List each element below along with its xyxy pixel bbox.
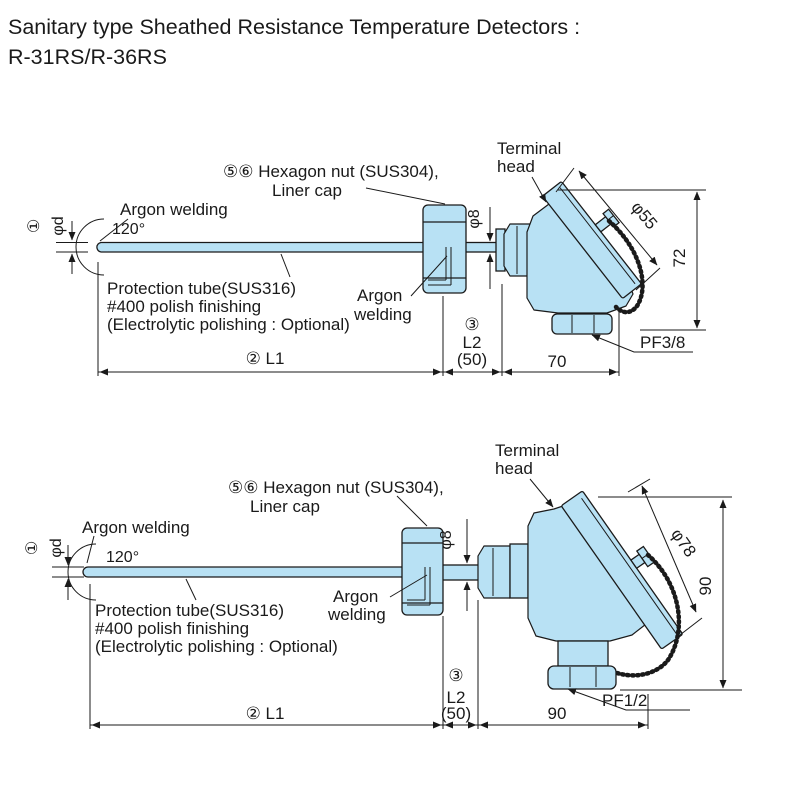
terminal-head-label-line1: Terminal <box>495 441 559 460</box>
hexagon-nut-leader <box>396 495 428 527</box>
argon-welding-leader <box>99 218 129 242</box>
terminal-head-leader <box>531 176 547 203</box>
thread-hex-nut <box>551 313 613 335</box>
cap-edge-line <box>581 497 678 635</box>
phi8-label: φ8 <box>438 530 455 549</box>
terminal-head-label-line2: head <box>495 459 533 478</box>
weld-angle-arc <box>67 543 97 601</box>
cap-chain <box>601 552 682 678</box>
cap-slab <box>542 181 642 299</box>
argon-welding-nut-label-line2: welding <box>353 305 412 324</box>
callout-3: ③ <box>448 666 463 685</box>
dim-l1-label: ② L1 <box>246 349 285 368</box>
hexagon-nut <box>401 527 444 616</box>
protection-tube-label-line3: (Electrolytic polishing : Optional) <box>107 315 350 334</box>
argon-welding-nut-label-line1: Argon <box>333 587 378 606</box>
argon-welding-nut-label-line2: welding <box>327 605 386 624</box>
dim-l2-label: L2 <box>447 688 466 707</box>
head-height-label: 90 <box>696 577 715 596</box>
diagram-bottom: Argon welding 120° ① φd ⑤⑥ Hexagon nut (… <box>24 441 742 729</box>
head-fitting-collar <box>509 543 529 599</box>
terminal-head-cap <box>542 181 642 299</box>
terminal-head-body <box>526 196 634 314</box>
page-title-line2: R-31RS/R-36RS <box>8 45 167 69</box>
argon-welding-leader <box>86 535 95 564</box>
thread-label: PF1/2 <box>602 691 647 710</box>
probe-tube <box>96 241 431 253</box>
dim-l1-label: ② L1 <box>246 704 285 723</box>
dim-head-width-label: 70 <box>548 352 567 371</box>
cap-edge-line <box>559 187 636 285</box>
diagram-top: Argon welding 120° ① φd ⑤⑥ Hexagon nut (… <box>26 139 706 376</box>
argon-welding-nut-leader <box>410 255 448 297</box>
liner-cap-section-lines <box>428 247 452 286</box>
probe-tube <box>82 566 431 578</box>
sheath-tube-phi8 <box>439 564 481 581</box>
thread-leader <box>591 334 693 353</box>
protection-tube-label-line2: #400 polish finishing <box>107 297 261 316</box>
weld-angle-label: 120° <box>106 549 139 566</box>
callout-1: ① <box>24 541 41 555</box>
phi-d-ticks <box>56 242 88 253</box>
dim-head-width-label: 90 <box>548 704 567 723</box>
hexagon-nut-leader <box>365 187 446 205</box>
phi-d-label: φd <box>50 216 67 235</box>
head-fitting-hex <box>477 545 511 599</box>
dim-l2-paren-label: (50) <box>457 350 487 369</box>
dim-l2-paren-label: (50) <box>441 704 471 723</box>
hexagon-nut-label-line2: Liner cap <box>272 181 342 200</box>
cap-diameter-dim <box>555 167 661 291</box>
protection-tube-label-line1: Protection tube(SUS316) <box>95 601 284 620</box>
terminal-head-label-line1: Terminal <box>497 139 561 158</box>
hexagon-nut-label-line1: ⑤⑥ Hexagon nut (SUS304), <box>228 478 444 497</box>
extension-lines <box>97 262 620 376</box>
thread-hex-nut <box>547 665 617 690</box>
thread-label: PF3/8 <box>640 333 685 352</box>
terminal-head-cap <box>561 491 683 649</box>
thread-leader <box>567 688 690 711</box>
head-height-dim <box>598 496 742 691</box>
phi8-label: φ8 <box>466 209 483 228</box>
argon-welding-label: Argon welding <box>120 200 228 219</box>
liner-cap-section-lines <box>407 567 431 606</box>
argon-welding-label: Argon welding <box>82 518 190 537</box>
hexagon-nut-label-line2: Liner cap <box>250 497 320 516</box>
terminal-head-leader <box>529 478 554 508</box>
head-height-dim <box>558 189 706 331</box>
weld-angle-label: 120° <box>112 221 145 238</box>
callout-3: ③ <box>464 315 479 334</box>
terminal-head-label-line2: head <box>497 157 535 176</box>
hexagon-nut-label-line1: ⑤⑥ Hexagon nut (SUS304), <box>223 162 439 181</box>
phi-d-ticks <box>52 566 84 578</box>
cap-chain <box>606 218 645 315</box>
extension-lines <box>89 584 649 729</box>
protection-tube-leader <box>280 253 291 278</box>
page-title-line1: Sanitary type Sheathed Resistance Temper… <box>8 15 581 39</box>
protection-tube-label-line2: #400 polish finishing <box>95 619 249 638</box>
head-height-label: 72 <box>670 249 689 268</box>
protection-tube-leader <box>185 578 197 601</box>
thread-neck <box>557 640 609 667</box>
weld-angle-arc <box>75 218 105 276</box>
page-title: Sanitary type Sheathed Resistance Temper… <box>8 12 580 72</box>
argon-welding-nut-label-line1: Argon <box>357 286 402 305</box>
protection-tube-label-line1: Protection tube(SUS316) <box>107 279 296 298</box>
sheath-tube-phi8 <box>461 241 499 253</box>
protection-tube-label-line3: (Electrolytic polishing : Optional) <box>95 637 338 656</box>
phi-d-label: φd <box>48 538 65 557</box>
callout-1: ① <box>26 219 43 233</box>
cap-diameter-label: φ55 <box>627 198 661 233</box>
argon-welding-nut-leader <box>389 574 428 598</box>
dim-l2-label: L2 <box>463 333 482 352</box>
